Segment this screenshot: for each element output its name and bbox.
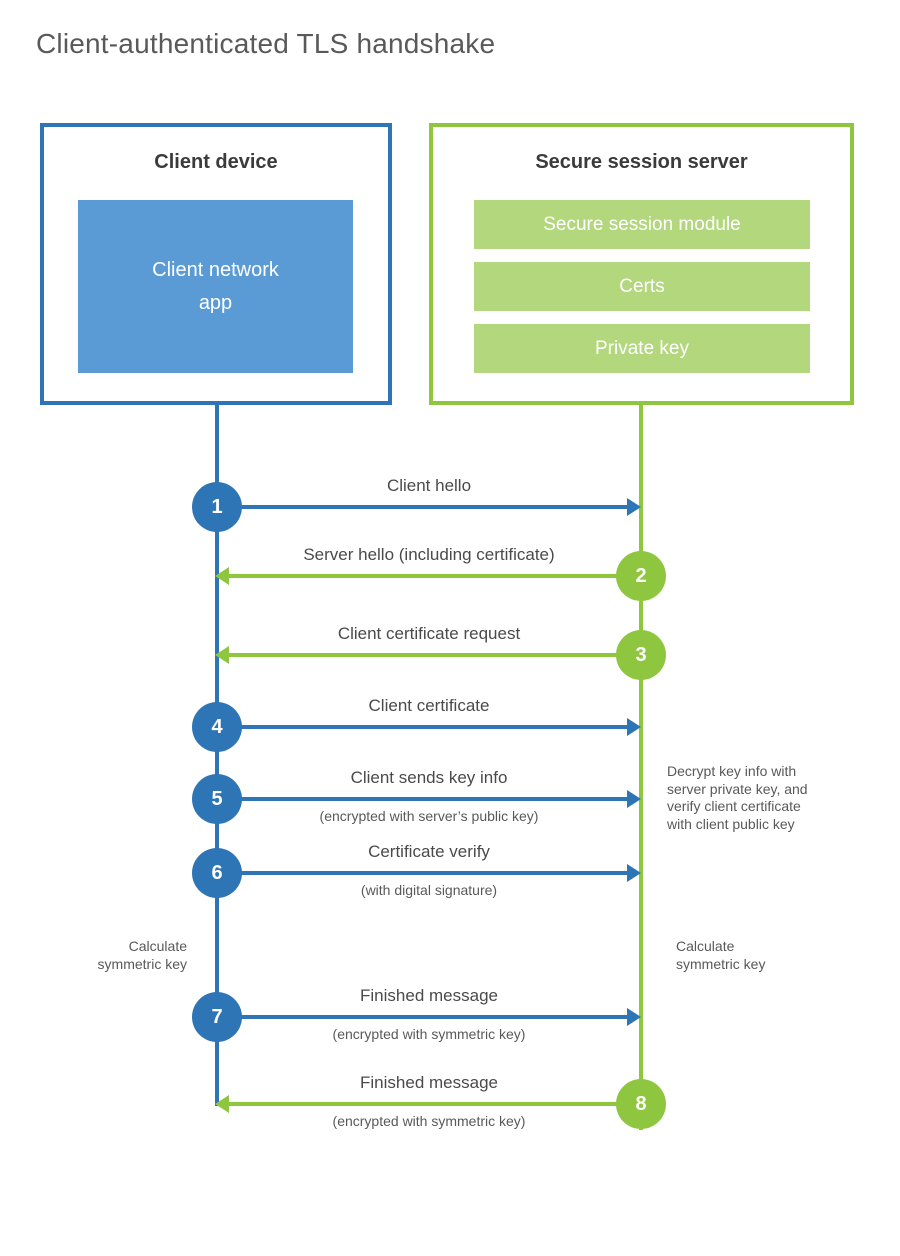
note-decrypt-key-info: Decrypt key info with server private key… — [667, 763, 808, 832]
message-sublabel: (encrypted with symmetric key) — [332, 1113, 526, 1129]
server-module-bar: Certs — [474, 262, 810, 311]
page-title: Client-authenticated TLS handshake — [36, 28, 496, 59]
step-circle: 3 — [616, 630, 666, 680]
arrow-right-icon — [627, 790, 641, 808]
message-label: Certificate verify — [368, 842, 490, 861]
note-calculate-symmetric-key-server: Calculate symmetric key — [676, 938, 766, 972]
message-sublabel: (with digital signature) — [360, 882, 498, 898]
client-network-app-box: Client network app — [78, 200, 353, 373]
step-circle: 2 — [616, 551, 666, 601]
step-circle: 7 — [192, 992, 242, 1042]
message-arrow — [219, 725, 627, 729]
server-lifeline — [639, 405, 643, 1130]
message-arrow — [219, 797, 627, 801]
client-lifeline — [215, 405, 219, 1106]
message-label: Client hello — [386, 476, 472, 495]
step-circle: 8 — [616, 1079, 666, 1129]
arrow-right-icon — [627, 864, 641, 882]
message-label: Server hello (including certificate) — [303, 545, 555, 564]
note-calculate-symmetric-key-client: Calculate symmetric key — [97, 938, 187, 972]
client-device-title: Client device — [154, 151, 278, 173]
step-circle: 1 — [192, 482, 242, 532]
arrow-right-icon — [627, 498, 641, 516]
message-arrow — [219, 1015, 627, 1019]
server-title: Secure session server — [535, 151, 748, 173]
step-circle: 5 — [192, 774, 242, 824]
message-arrow — [229, 1102, 641, 1106]
arrow-left-icon — [215, 1095, 229, 1113]
message-label: Finished message — [360, 1073, 498, 1092]
message-label: Finished message — [360, 986, 498, 1005]
arrow-right-icon — [627, 718, 641, 736]
step-circle: 4 — [192, 702, 242, 752]
message-sublabel: (encrypted with symmetric key) — [332, 1026, 526, 1042]
server-box: Secure session server Secure session mod… — [429, 123, 854, 405]
message-arrow — [219, 505, 627, 509]
message-sublabel: (encrypted with server’s public key) — [319, 808, 539, 824]
server-module-bar: Private key — [474, 324, 810, 373]
server-module-bar: Secure session module — [474, 200, 810, 249]
message-label: Client certificate — [368, 696, 490, 715]
message-label: Client sends key info — [350, 768, 508, 787]
arrow-left-icon — [215, 646, 229, 664]
arrow-right-icon — [627, 1008, 641, 1026]
message-arrow — [219, 871, 627, 875]
message-arrow — [229, 653, 641, 657]
message-arrow — [229, 574, 641, 578]
message-label: Client certificate request — [337, 624, 521, 643]
client-device-box: Client device Client network app — [40, 123, 392, 405]
step-circle: 6 — [192, 848, 242, 898]
arrow-left-icon — [215, 567, 229, 585]
